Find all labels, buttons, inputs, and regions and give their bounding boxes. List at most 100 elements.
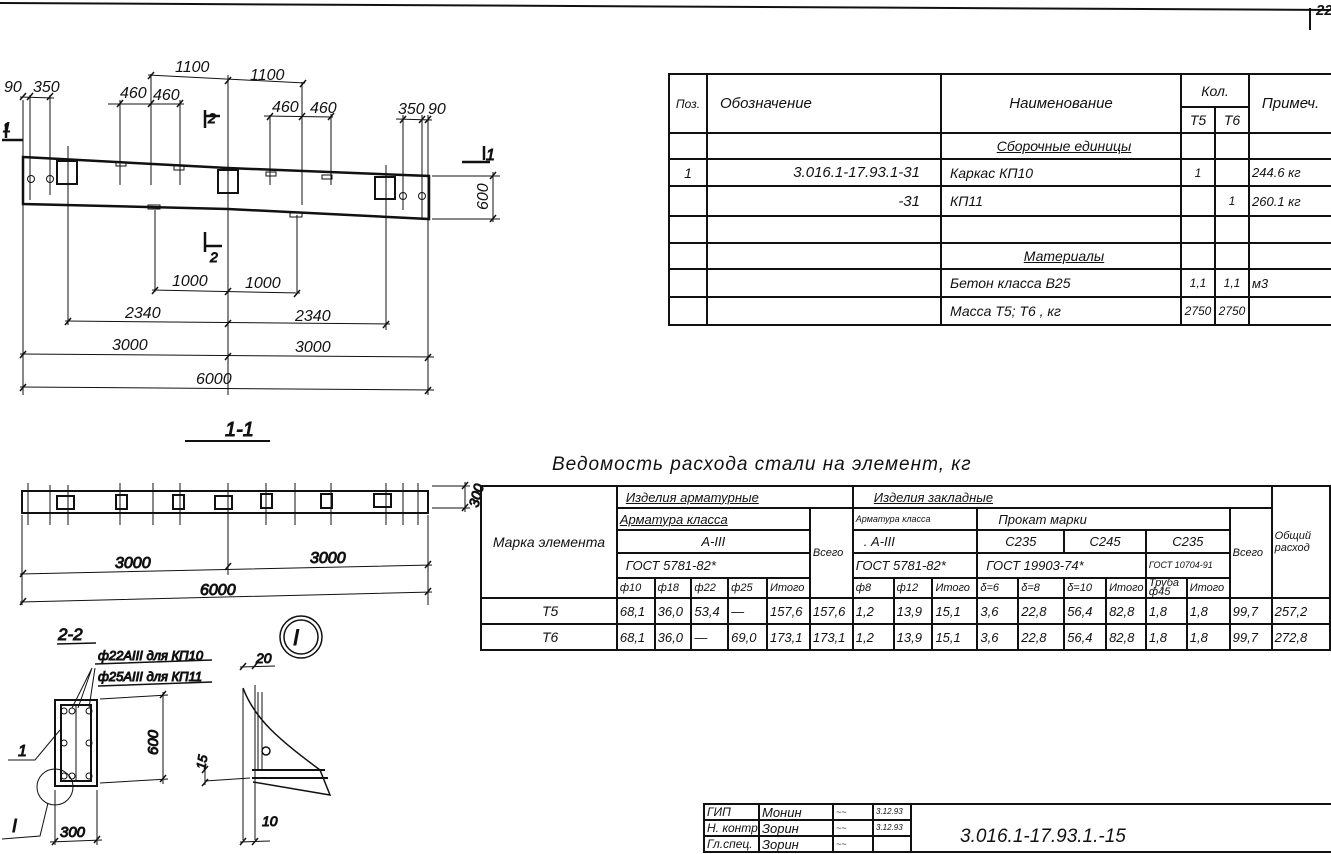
steel-table-title: Ведомость расхода стали на элемент, кг: [552, 454, 972, 475]
steel-value: 69,0: [727, 623, 768, 651]
document-number: 3.016.1-17.93.1.-15: [960, 826, 1126, 847]
steel-value: 13,9: [892, 597, 934, 625]
dim-3000: 3000: [112, 337, 148, 354]
dim-3000: 3000: [295, 339, 331, 356]
steel-value: 36,0: [653, 597, 693, 625]
section-2-2: [1, 642, 213, 846]
spec-row: Материалы: [668, 242, 1331, 270]
spec-note: [1248, 132, 1331, 160]
spec-designation: [706, 215, 942, 244]
spec-qty-t6: 1,1: [1213, 268, 1251, 298]
tb-role: Гл.спец.: [703, 835, 760, 853]
tb-role: Н. контр.: [703, 819, 760, 837]
subheader-cell: ф8: [851, 577, 895, 599]
h-total-2: Всего: [1228, 507, 1273, 599]
spec-designation: 3.016.1-17.93.1-31: [706, 158, 942, 187]
specification-table: Поз. Обозначение Наименование Кол. Приме…: [668, 73, 1331, 326]
tb-name: Зорин: [758, 835, 834, 853]
spec-header-row: Поз. Обозначение Наименование Кол. Приме…: [668, 73, 1331, 134]
steel-value: 1,2: [851, 597, 895, 625]
section-1-1: [19, 440, 470, 606]
subheader-cell: ф12: [892, 577, 934, 599]
steel-value: 1,2: [851, 623, 895, 651]
spec-designation: [706, 132, 942, 160]
steel-value: 157,6: [808, 597, 854, 625]
subheader-cell: Итого: [1105, 577, 1147, 599]
dim-height-600: 600: [475, 183, 492, 210]
steel-value: —: [727, 597, 768, 625]
col-name: Наименование: [940, 73, 1182, 134]
spec-name: Сборочные единицы: [940, 132, 1182, 160]
rebar-callout-kp10: ф22АIII для КП10: [98, 648, 204, 663]
dim-2340: 2340: [124, 305, 161, 322]
h-total-1: Всего: [808, 507, 854, 599]
h-gost-19903: ГОСТ 19903-74*: [976, 552, 1147, 579]
detail-I: [201, 615, 332, 846]
dim-1000: 1000: [172, 273, 208, 290]
detail-dim-10: 10: [262, 813, 278, 829]
spec-pos: [668, 268, 708, 298]
steel-value: 68,1: [615, 597, 656, 625]
steel-value: 99,7: [1228, 623, 1273, 651]
spec-pos: 1: [668, 158, 708, 187]
dim-6000: 6000: [196, 371, 232, 388]
subheader-cell: ф25: [727, 577, 768, 599]
section-mark-2-bottom: 2: [209, 249, 218, 265]
steel-value: 272,8: [1270, 623, 1331, 651]
signature: ~~: [832, 819, 874, 837]
steel-value: 22,8: [1017, 623, 1066, 651]
spec-note: [1248, 215, 1331, 244]
subheader-cell: δ=6: [976, 577, 1020, 599]
spec-qty-t6: [1213, 242, 1251, 270]
section-1-1-title: 1-1: [225, 419, 254, 441]
spec-designation: [706, 296, 942, 326]
spec-qty-t5: 2750: [1180, 296, 1216, 326]
spec-name: КП11: [940, 185, 1182, 217]
tb-date: 3.12.93: [872, 803, 912, 821]
title-block-row: Н. контр.Зорин~~3.12.93: [703, 819, 1331, 837]
detail-I-marker: I: [293, 625, 299, 650]
col-t6: Т6: [1213, 106, 1251, 134]
steel-value: 53,4: [690, 597, 730, 625]
h-mark: Марка элемента: [480, 485, 618, 599]
spec-name: Каркас КП10: [940, 158, 1182, 187]
tb-date: [872, 835, 912, 853]
section-mark-1-right: 1: [486, 147, 495, 164]
steel-value: 1,8: [1185, 597, 1231, 625]
beam-plan-view: [2, 71, 500, 395]
section-2-2-height: 600: [145, 729, 162, 755]
spec-note: [1248, 242, 1331, 270]
subheader-cell: ф10: [615, 577, 656, 599]
section-mark-1-left: 1: [3, 119, 11, 135]
steel-value: 1,8: [1185, 623, 1231, 651]
detail-dim-20: 20: [255, 650, 272, 666]
steel-value: 3,6: [976, 597, 1020, 625]
col-pos: Поз.: [668, 73, 708, 134]
col-note: Примеч.: [1248, 73, 1331, 134]
subheader-cell: Труба ф45: [1144, 577, 1188, 599]
section-2-2-title: 2-2: [57, 625, 83, 644]
spec-designation: [706, 268, 942, 298]
subheader-cell: ф22: [690, 577, 730, 599]
steel-value: 173,1: [808, 623, 854, 651]
spec-name: Масса Т5; Т6 , кг: [940, 296, 1182, 326]
dim-350-left: 350: [33, 79, 60, 96]
dim-460: 460: [310, 100, 337, 117]
spec-qty-t6: 1: [1213, 185, 1251, 217]
title-block-row: Гл.спец.Зорин~~: [703, 835, 1331, 853]
h-a3: А-III: [615, 529, 811, 554]
dim-90-right: 90: [428, 101, 446, 118]
spec-qty-t5: [1180, 132, 1216, 160]
steel-consumption-table: Марка элемента Изделия арматурные Издели…: [480, 485, 1331, 651]
steel-value: 22,8: [1017, 597, 1066, 625]
spec-note: 260.1 кг: [1248, 185, 1331, 217]
steel-value: 15,1: [931, 597, 979, 625]
tb-date: 3.12.93: [872, 819, 912, 837]
dim-1100: 1100: [250, 67, 285, 84]
spec-qty-t5: [1180, 185, 1216, 217]
position-label-1: 1: [18, 743, 27, 760]
spec-qty-t5: [1180, 215, 1216, 244]
